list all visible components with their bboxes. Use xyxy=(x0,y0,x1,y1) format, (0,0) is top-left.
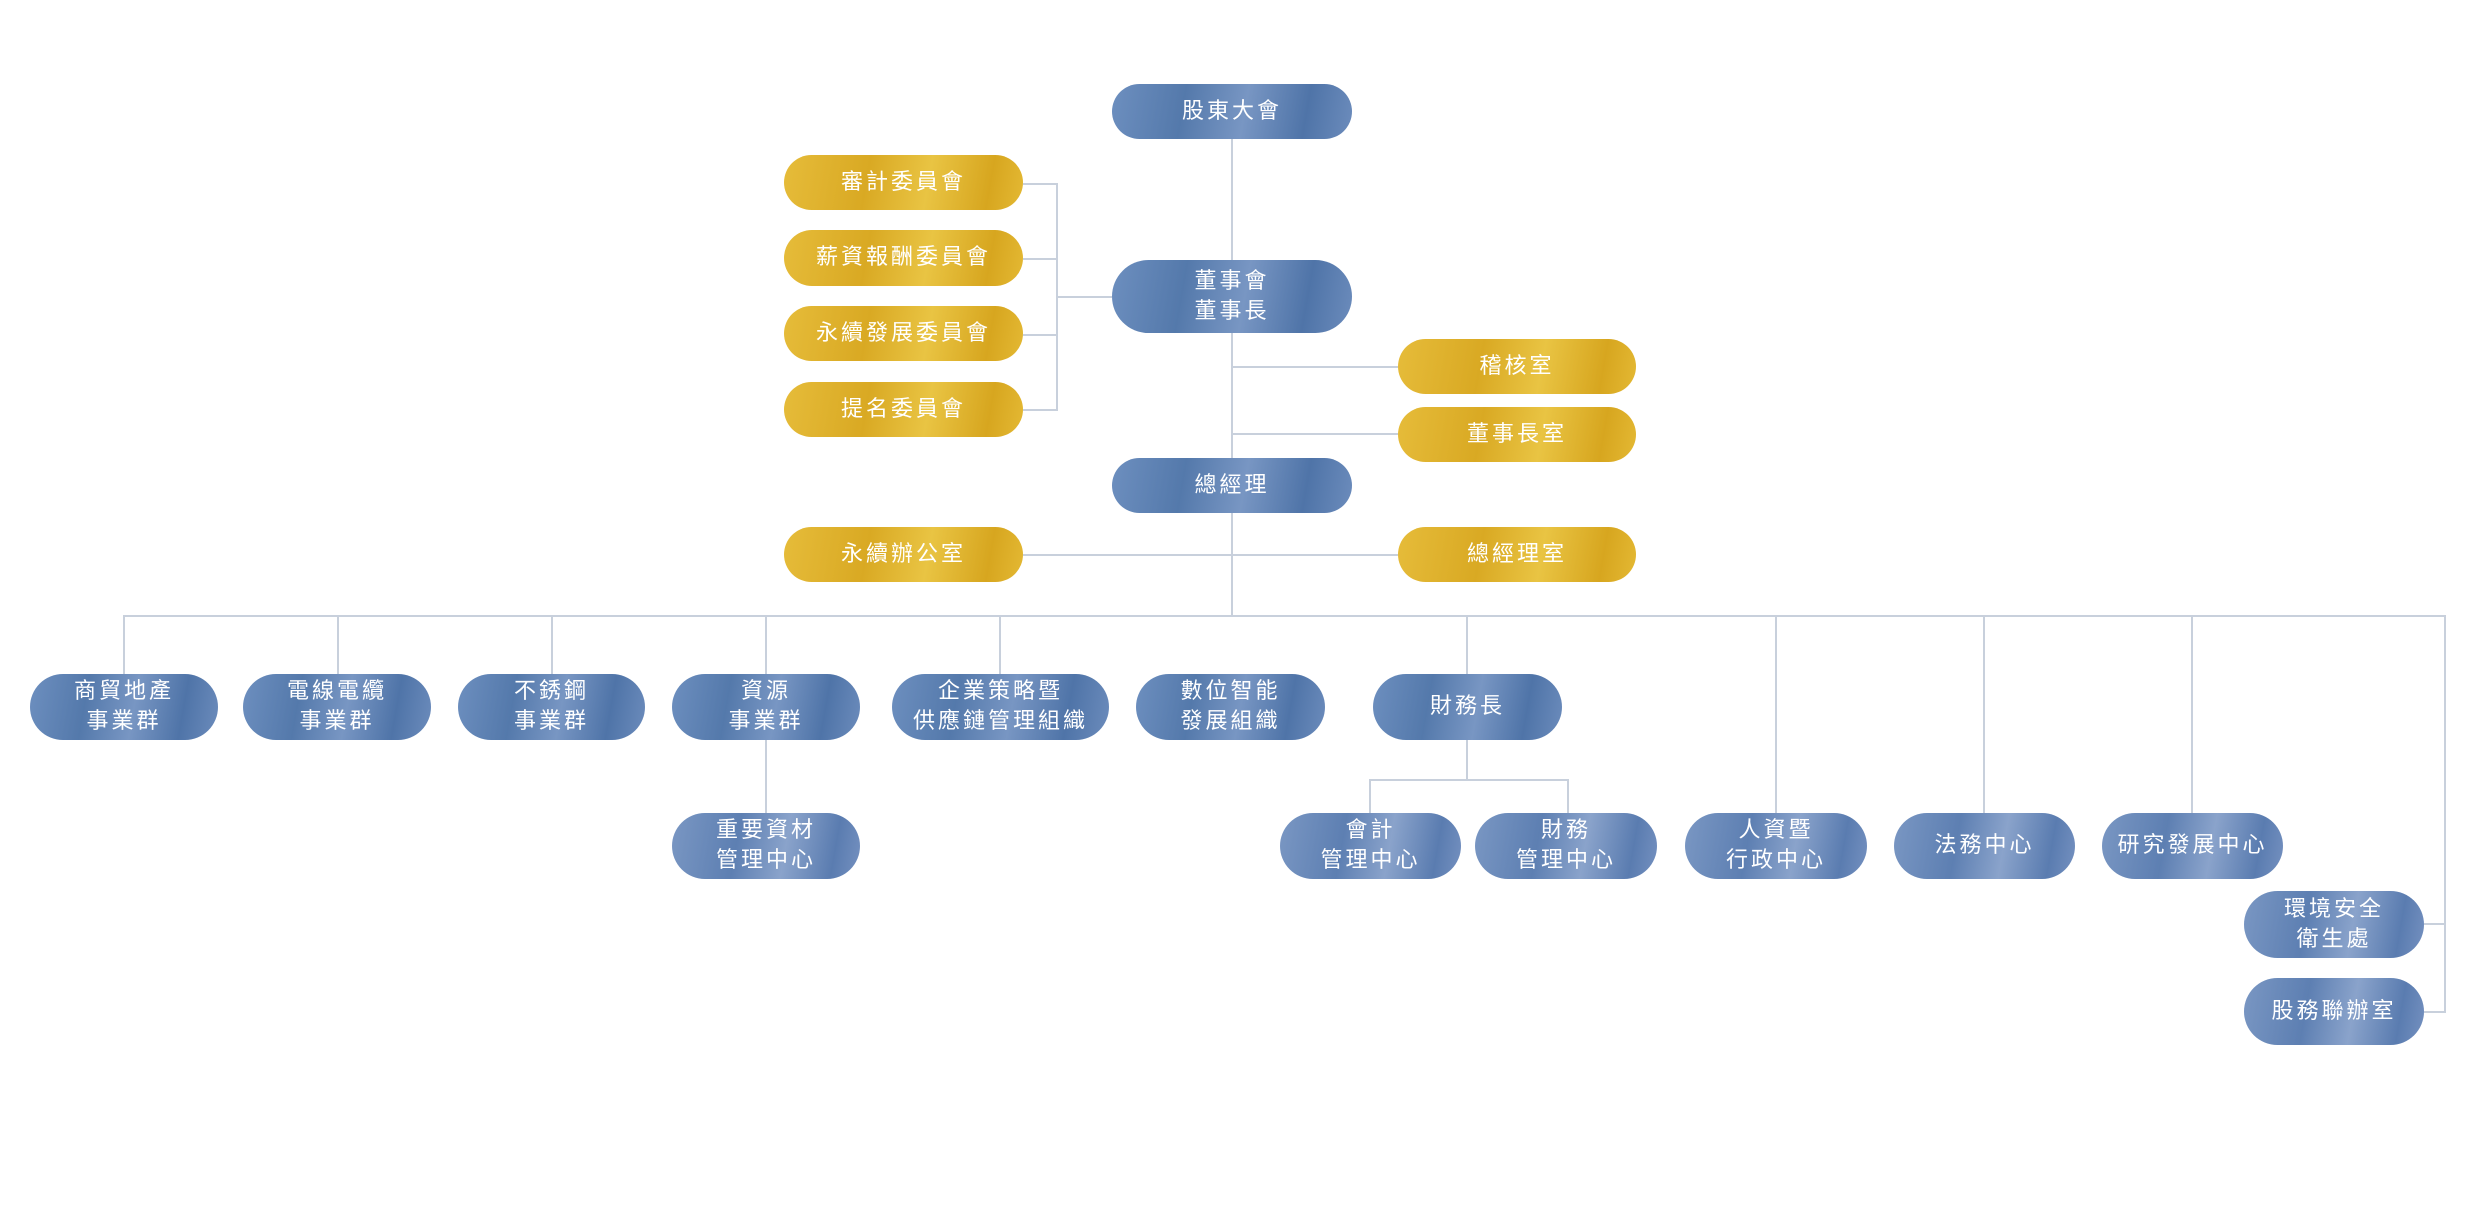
connector xyxy=(1056,296,1112,298)
node-label: 管理中心 xyxy=(1320,848,1421,873)
connector xyxy=(551,615,553,674)
node-hr-admin: 人資暨行政中心 xyxy=(1685,813,1867,879)
node-label: 不銹鋼 xyxy=(513,679,589,704)
connector xyxy=(999,615,1001,674)
connector xyxy=(1023,183,1057,185)
connector xyxy=(1369,779,1569,781)
node-sustainability-office: 永續辦公室 xyxy=(784,527,1023,582)
node-cfo: 財務長 xyxy=(1373,674,1562,740)
node-label: 數位智能 xyxy=(1180,679,1281,704)
node-accounting: 會計管理中心 xyxy=(1280,813,1461,879)
node-label: 財務長 xyxy=(1429,694,1505,719)
node-label: 重要資材 xyxy=(715,818,816,843)
node-digital-intelligence: 數位智能發展組織 xyxy=(1136,674,1325,740)
connector xyxy=(1466,615,1468,674)
main-bus xyxy=(123,615,2446,617)
node-shareholders-meeting: 股東大會 xyxy=(1112,84,1352,139)
node-label: 行政中心 xyxy=(1725,848,1826,873)
node-label: 總經理室 xyxy=(1466,541,1567,567)
node-label: 總經理 xyxy=(1194,472,1270,498)
node-board-chairman: 董事會董事長 xyxy=(1112,260,1352,333)
node-finance: 財務管理中心 xyxy=(1475,813,1657,879)
connector xyxy=(2444,615,2446,1013)
node-audit-office: 稽核室 xyxy=(1398,339,1636,394)
node-label: 永續辦公室 xyxy=(840,541,966,567)
connector xyxy=(1231,139,1233,554)
node-label: 股東大會 xyxy=(1181,98,1282,124)
connector xyxy=(1231,513,1233,616)
connector xyxy=(2424,1011,2446,1013)
node-audit-committee: 審計委員會 xyxy=(784,155,1023,210)
node-label: 事業群 xyxy=(86,709,162,734)
node-ehs: 環境安全衛生處 xyxy=(2244,891,2424,958)
connector xyxy=(2424,923,2446,925)
node-label: 永續發展委員會 xyxy=(815,320,991,346)
connector xyxy=(337,615,339,674)
node-label: 發展組織 xyxy=(1180,709,1281,734)
node-legal: 法務中心 xyxy=(1894,813,2075,879)
node-stainless-steel: 不銹鋼事業群 xyxy=(458,674,645,740)
node-stock-affairs: 股務聯辦室 xyxy=(2244,978,2424,1045)
node-trading-real-estate: 商貿地產事業群 xyxy=(30,674,218,740)
connector xyxy=(1023,554,1398,556)
node-label: 法務中心 xyxy=(1934,833,2035,858)
connector xyxy=(2191,615,2193,813)
node-label: 管理中心 xyxy=(715,848,816,873)
connector xyxy=(123,615,125,674)
node-label: 董事長 xyxy=(1194,298,1270,324)
node-label: 稽核室 xyxy=(1479,353,1555,379)
node-president: 總經理 xyxy=(1112,458,1352,513)
node-resources: 資源事業群 xyxy=(672,674,860,740)
node-key-materials: 重要資材管理中心 xyxy=(672,813,860,879)
node-remuneration-committee: 薪資報酬委員會 xyxy=(784,230,1023,286)
node-strategy-supply-chain: 企業策略暨供應鏈管理組織 xyxy=(892,674,1109,740)
node-label: 管理中心 xyxy=(1515,848,1616,873)
connector xyxy=(1567,779,1569,813)
connector xyxy=(1775,615,1777,813)
connector xyxy=(1466,740,1468,780)
node-label: 環境安全 xyxy=(2283,896,2384,922)
connector xyxy=(1369,779,1371,813)
connector xyxy=(1231,366,1398,368)
node-label: 董事長室 xyxy=(1466,421,1567,447)
node-label: 人資暨 xyxy=(1738,818,1814,843)
node-president-office: 總經理室 xyxy=(1398,527,1636,582)
node-label: 電線電纜 xyxy=(286,679,387,704)
node-label: 董事會 xyxy=(1194,268,1270,294)
node-chairman-office: 董事長室 xyxy=(1398,407,1636,462)
node-label: 事業群 xyxy=(299,709,375,734)
node-label: 審計委員會 xyxy=(840,169,966,195)
connector xyxy=(1983,615,1985,813)
connector xyxy=(1023,409,1057,411)
node-label: 商貿地產 xyxy=(73,679,174,704)
node-label: 企業策略暨 xyxy=(937,679,1063,704)
node-label: 提名委員會 xyxy=(840,396,966,422)
node-label: 薪資報酬委員會 xyxy=(815,245,991,270)
connector xyxy=(1023,258,1057,260)
node-label: 會計 xyxy=(1345,818,1396,843)
node-wire-cable: 電線電纜事業群 xyxy=(243,674,431,740)
node-label: 研究發展中心 xyxy=(2117,833,2268,858)
node-label: 股務聯辦室 xyxy=(2271,998,2397,1024)
node-sustainability-committee: 永續發展委員會 xyxy=(784,306,1023,361)
connector xyxy=(1231,433,1398,435)
node-label: 事業群 xyxy=(728,709,804,734)
node-label: 供應鏈管理組織 xyxy=(912,709,1088,734)
connector xyxy=(1023,334,1057,336)
node-label: 事業群 xyxy=(513,709,589,734)
node-rnd: 研究發展中心 xyxy=(2102,813,2283,879)
node-label: 衛生處 xyxy=(2296,926,2372,952)
node-nomination-committee: 提名委員會 xyxy=(784,382,1023,437)
node-label: 財務 xyxy=(1540,818,1591,843)
node-label: 資源 xyxy=(740,679,791,704)
